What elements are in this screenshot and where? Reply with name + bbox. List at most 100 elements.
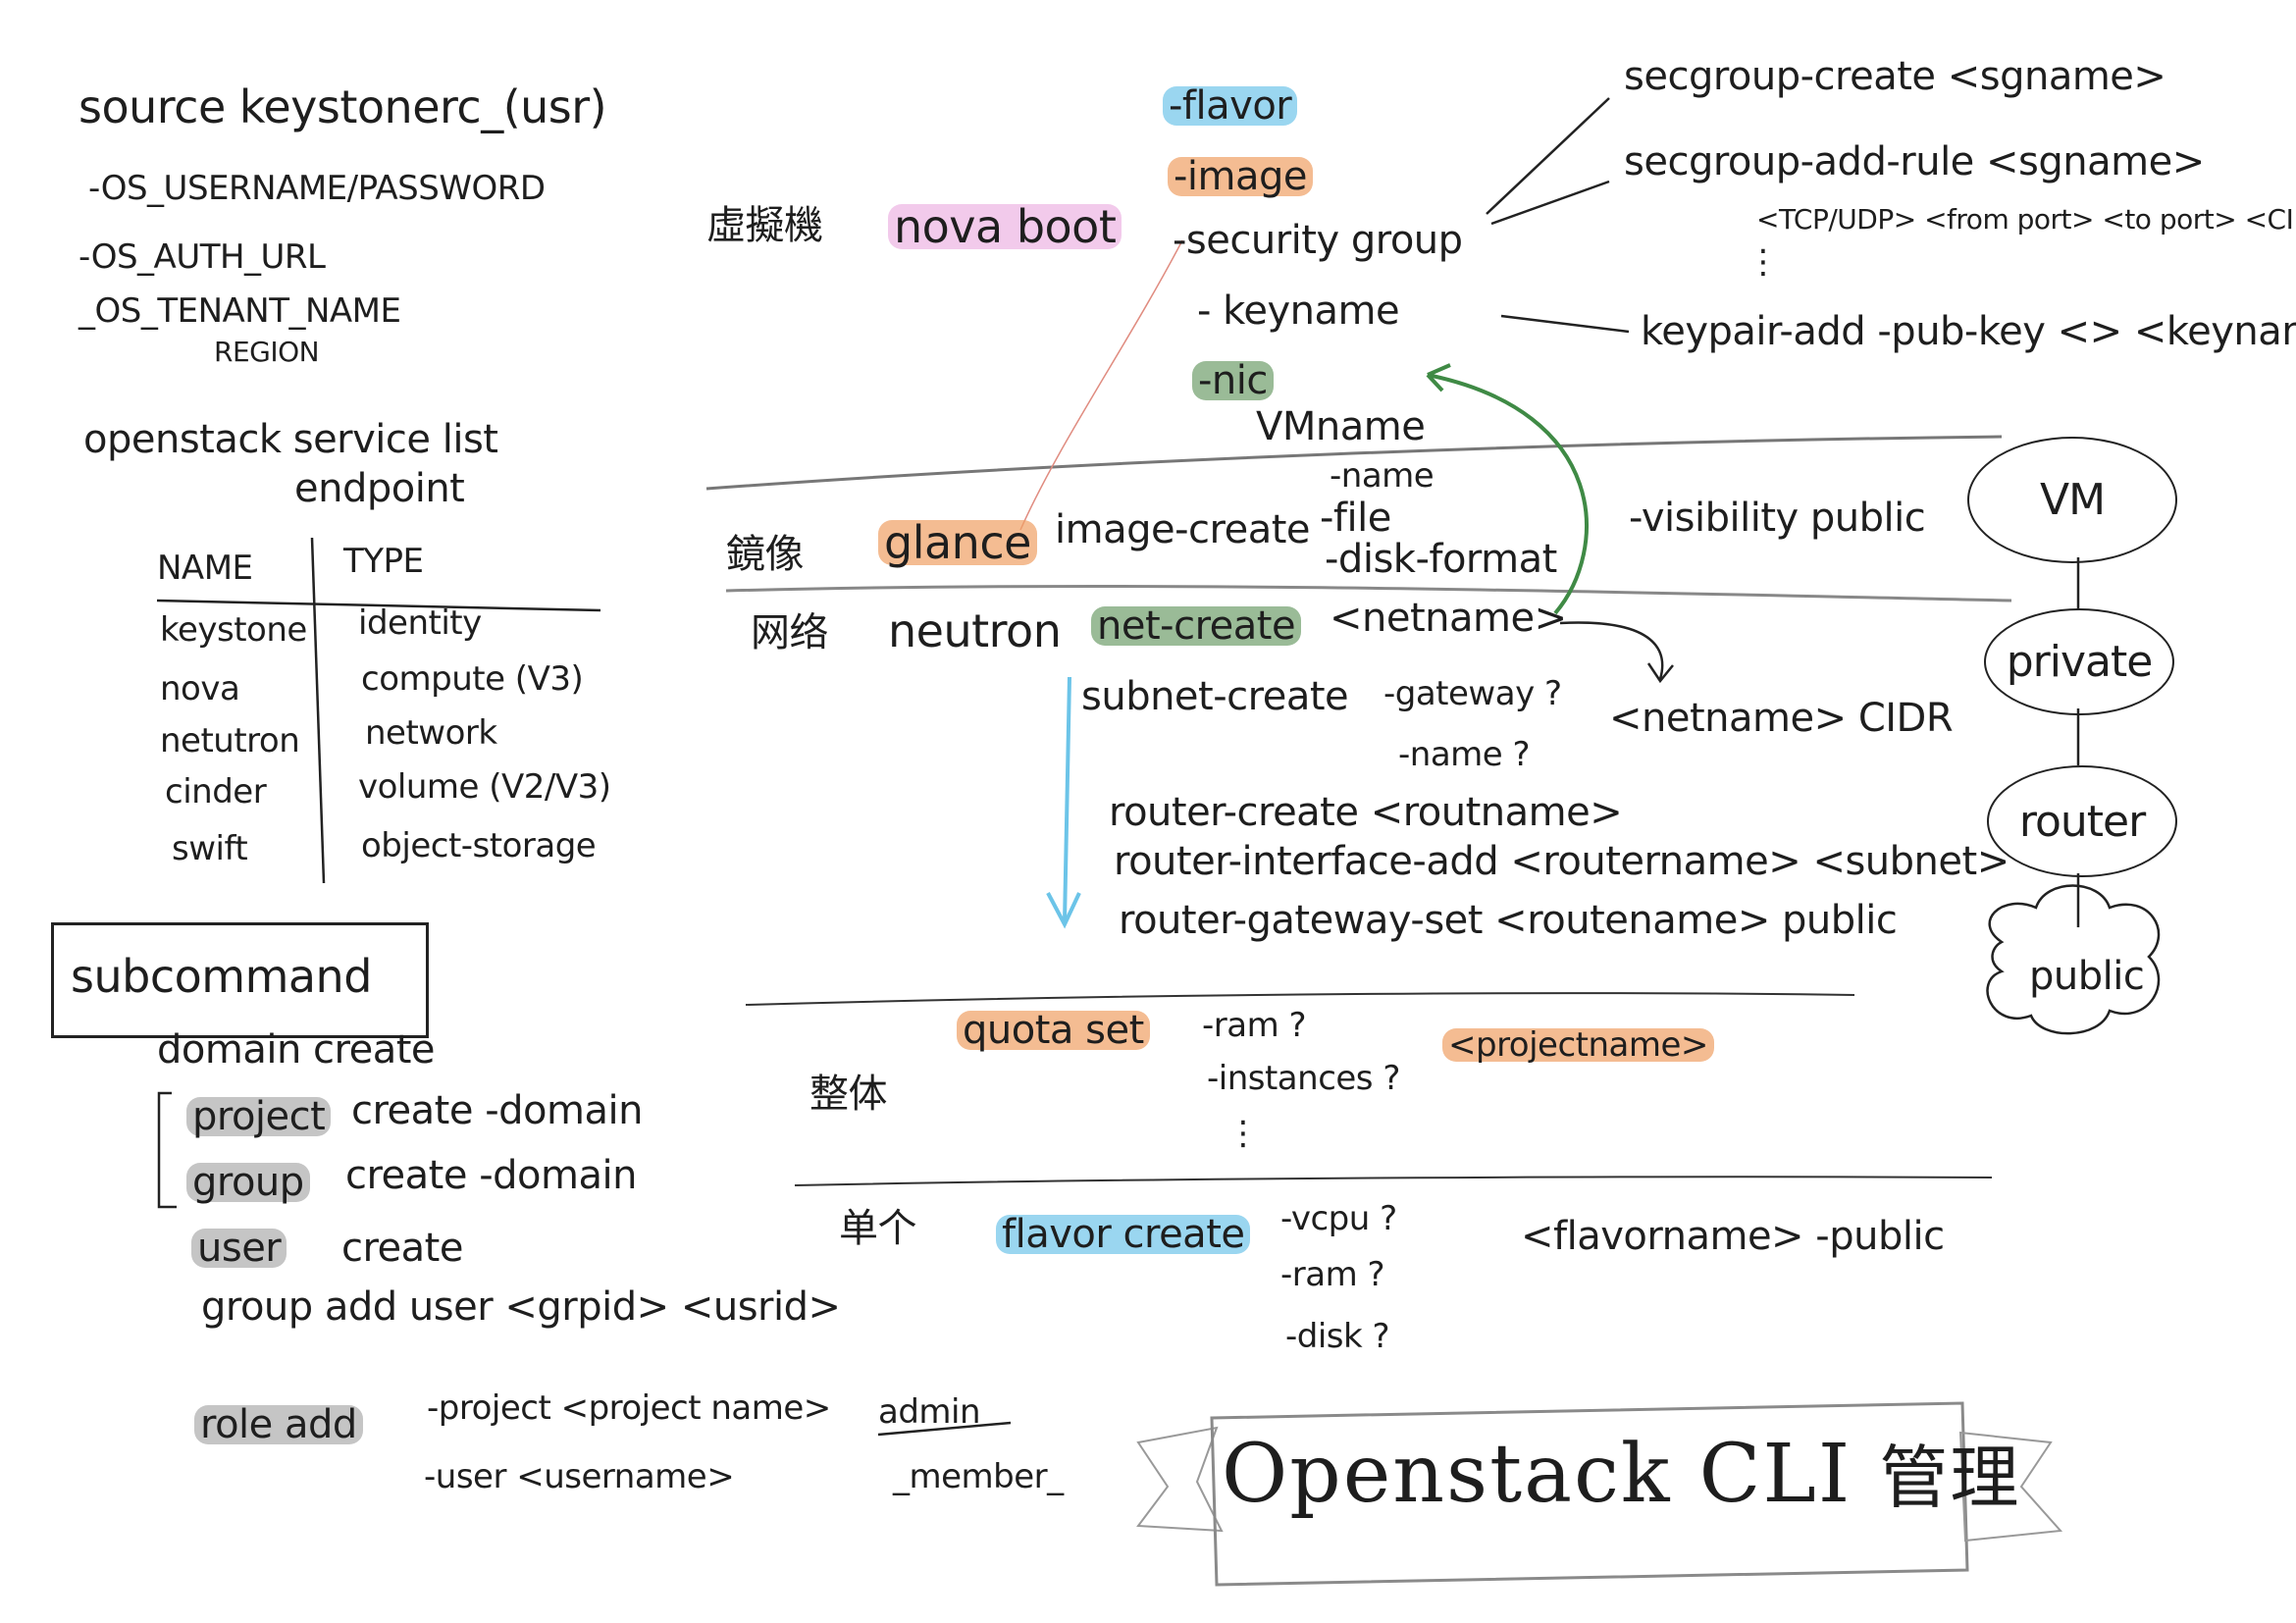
role-project-opt: -project <project name> (427, 1388, 831, 1428)
banner-title-en: Openstack CLI (1222, 1428, 1852, 1521)
nova-opt-flavor: -flavor (1163, 86, 1298, 126)
neutron-label-cn: 网络 (751, 610, 829, 655)
quota-set-command: quota set (957, 1011, 1150, 1050)
flavor-create-command: flavor create (996, 1215, 1251, 1254)
neutron-router-gateway-set: router-gateway-set <routename> public (1119, 898, 1898, 943)
flavor-opt-vcpu: -vcpu ? (1280, 1199, 1397, 1238)
env-var-region: REGION (214, 336, 320, 368)
project-keyword: project (186, 1097, 332, 1136)
green-arrow (1427, 373, 1589, 615)
netname-arrow (1559, 621, 1664, 680)
service-row-type: volume (V2/V3) (358, 767, 611, 807)
glance-image-create: image-create (1055, 507, 1311, 552)
keyname-line (1500, 314, 1630, 334)
services-table-vline (310, 537, 326, 884)
topology-vm-label: VM (2039, 475, 2106, 525)
topology-public-label: public (2029, 954, 2145, 999)
secgroup-add-rule: secgroup-add-rule <sgname> (1624, 139, 2205, 184)
role-admin: admin (878, 1392, 981, 1432)
user-create-args: create (341, 1226, 463, 1271)
services-table-hline (156, 599, 601, 612)
blue-arrowhead (1046, 892, 1081, 929)
group-keyword: group (186, 1163, 310, 1202)
service-row-type: compute (V3) (361, 659, 584, 699)
flavor-opt-ram: -ram ? (1280, 1255, 1385, 1294)
quota-ellipsis: ⋮ (1226, 1114, 1260, 1153)
banner-frame (1210, 1401, 1969, 1587)
glance-opt-disk: -disk-format (1325, 537, 1557, 582)
nova-vmname: VMname (1256, 404, 1426, 449)
quota-label-cn: 整体 (809, 1072, 888, 1117)
flavor-name-public: <flavorname> -public (1521, 1214, 1945, 1259)
services-header-name: NAME (157, 549, 253, 588)
divider-glance-neutron (725, 584, 2012, 602)
image-glance-link (1019, 239, 1183, 531)
neutron-command: neutron (888, 604, 1062, 657)
neutron-opt-name: -name ? (1398, 735, 1531, 774)
topology-private-label: private (2006, 637, 2154, 687)
divider-nova-glance (705, 435, 2003, 491)
user-keyword: user (191, 1229, 287, 1268)
neutron-subnet-args: <netname> CIDR (1609, 696, 1954, 741)
sec-line-addrule (1490, 180, 1610, 226)
glance-label-cn: 鏡像 (726, 532, 805, 577)
service-row-type: network (365, 713, 497, 753)
group-add-user: group add user <grpid> <usrid> (201, 1284, 841, 1330)
service-row-type: identity (358, 603, 482, 643)
service-row-type: object-storage (361, 826, 597, 865)
service-row-name: netutron (160, 721, 300, 760)
admin-underline (877, 1421, 1012, 1437)
services-header-type: TYPE (343, 542, 424, 581)
topology-router-label: router (2018, 796, 2146, 847)
neutron-net-create: net-create (1091, 606, 1302, 646)
service-row-name: keystone (160, 610, 307, 650)
bracket-project-group (157, 1091, 177, 1209)
glance-opt-name: -name (1330, 456, 1435, 496)
env-var-auth-url: -OS_AUTH_URL (78, 237, 326, 277)
nova-opt-keyname: - keyname (1197, 288, 1400, 334)
divider-quota-flavor (794, 1176, 1993, 1186)
blue-arrow (1063, 676, 1071, 923)
quota-opt-instances: -instances ? (1207, 1059, 1400, 1098)
topology-private-node: private (1984, 608, 2174, 715)
neutron-router-create: router-create <routname> (1109, 790, 1623, 835)
role-user-opt: -user <username> (424, 1457, 735, 1496)
service-list-command: openstack service list (83, 417, 498, 462)
banner-left-tail (1136, 1426, 1224, 1533)
quota-opt-ram: -ram ? (1202, 1006, 1307, 1045)
divider-neutron-quota (745, 992, 1855, 1006)
neutron-subnet-create: subnet-create (1081, 674, 1349, 719)
service-row-name: cinder (165, 772, 267, 812)
public-cloud-shape (1986, 884, 2161, 1035)
quota-projectname: <projectname> (1442, 1028, 1714, 1062)
glance-visibility: -visibility public (1629, 496, 1926, 541)
topology-router-node: router (1987, 765, 2177, 877)
service-row-name: nova (160, 669, 240, 708)
nova-opt-nic: -nic (1192, 361, 1274, 400)
env-var-username: -OS_USERNAME/PASSWORD (88, 169, 546, 208)
flavor-label-cn: 单个 (839, 1206, 917, 1251)
netname-arrowhead (1646, 662, 1674, 684)
secgroup-create: secgroup-create <sgname> (1624, 54, 2166, 99)
banner-right-tail (1958, 1431, 2063, 1543)
service-row-name: swift (172, 829, 248, 868)
domain-create: domain create (157, 1027, 436, 1073)
secgroup-rule-args: <TCP/UDP> <from port> <to port> <CIDR> (1756, 203, 2296, 236)
banner-title: Openstack CLI 管理 (1222, 1423, 2020, 1522)
neutron-netname: <netname> (1330, 596, 1567, 641)
nova-label-cn: 虛擬機 (706, 203, 823, 248)
group-create-args: create -domain (345, 1153, 637, 1198)
project-create-args: create -domain (351, 1088, 643, 1133)
neutron-opt-gateway: -gateway ? (1383, 674, 1562, 713)
glance-command: glance (878, 520, 1037, 565)
banner-title-cn: 管理 (1879, 1438, 2021, 1518)
endpoint-command: endpoint (294, 466, 465, 511)
secgroup-ellipsis: ⋮ (1747, 242, 1780, 282)
keypair-add: keypair-add -pub-key <> <keyname> (1641, 309, 2296, 354)
nova-opt-secgroup: -security group (1173, 218, 1463, 263)
subcommand-title: subcommand (71, 950, 372, 1003)
subcommand-box (51, 922, 429, 1038)
source-command: source keystonerc_(usr) (78, 80, 607, 133)
glance-opt-file: -file (1320, 496, 1391, 541)
